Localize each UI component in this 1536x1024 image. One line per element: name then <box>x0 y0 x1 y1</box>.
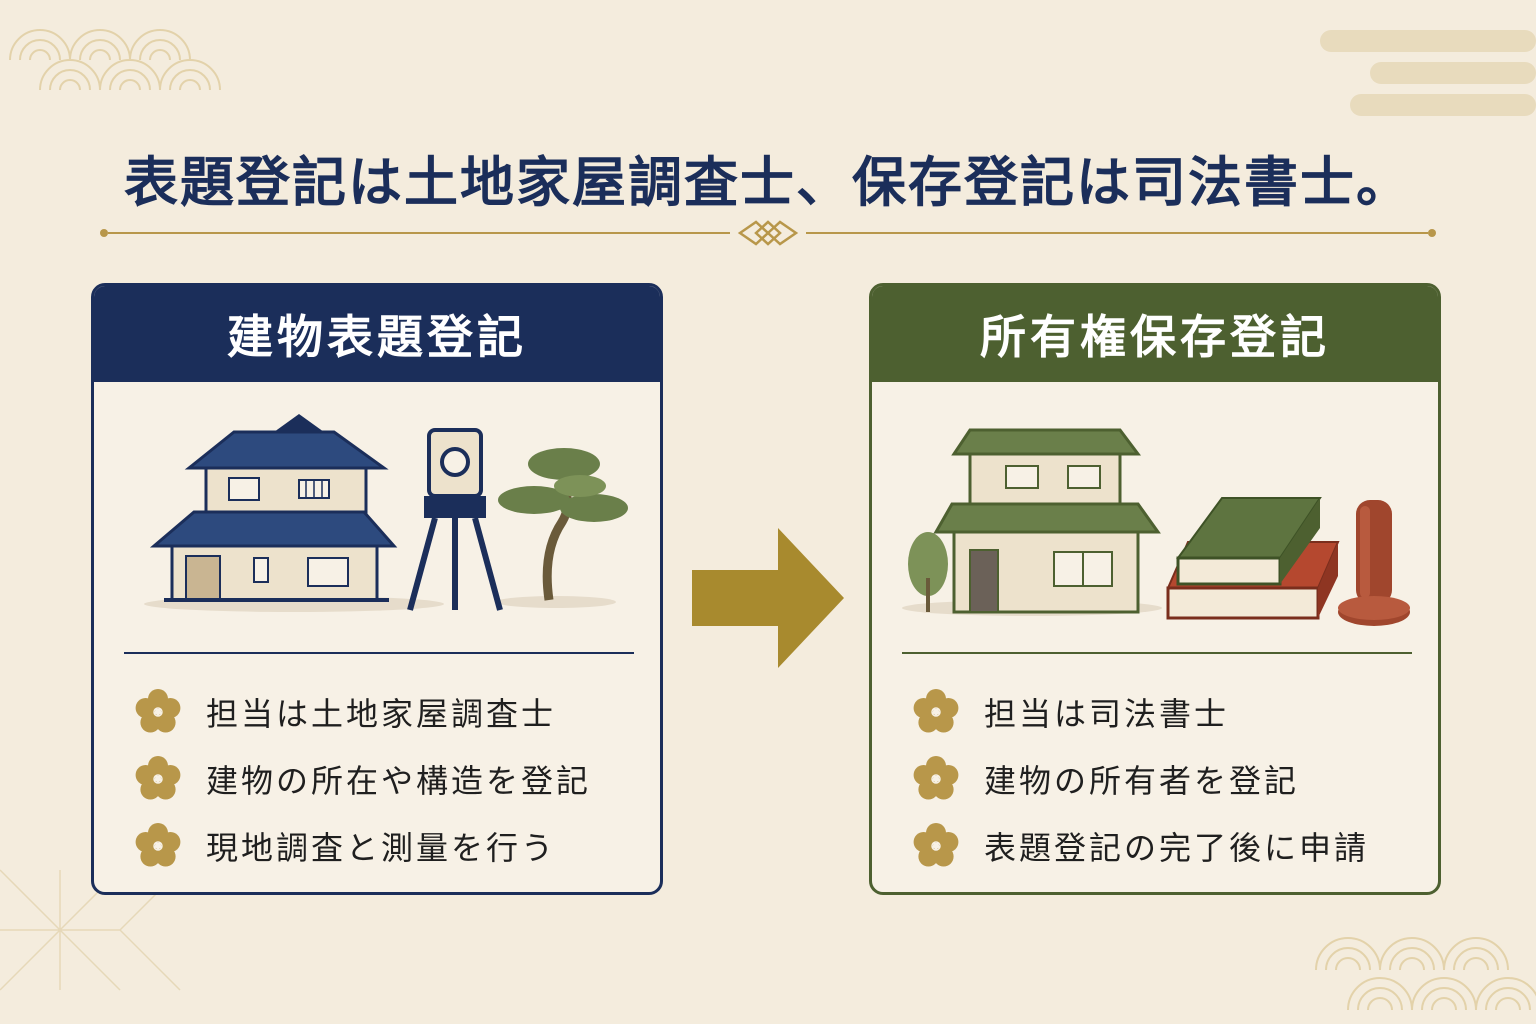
list-item: 建物の所在や構造を登記 <box>134 745 591 812</box>
list-item: 建物の所有者を登記 <box>912 745 1369 812</box>
plum-flower-icon <box>135 822 181 866</box>
right-item-list: 担当は司法書士 建物の所有者を登記 表題登記の完了後に申請 <box>912 678 1369 879</box>
item-text: 現地調査と測量を行う <box>206 828 557 867</box>
card-heading: 建物表題登記 <box>94 286 660 382</box>
list-item: 担当は司法書士 <box>912 678 1369 745</box>
modern-house-icon <box>933 428 1161 614</box>
wave-pattern-top-left <box>9 29 221 91</box>
item-text: 担当は土地家屋調査士 <box>206 694 557 733</box>
right-illustration <box>902 428 1410 626</box>
books-icon <box>1166 497 1340 620</box>
page-title: 表題登記は土地家屋調査士、保存登記は司法書士。 <box>124 150 1412 214</box>
pine-tree-icon <box>498 448 628 601</box>
wave-pattern-bottom-right <box>1315 937 1536 1011</box>
surveying-instrument-icon <box>407 428 503 611</box>
plum-flower-icon <box>135 688 181 732</box>
list-item: 現地調査と測量を行う <box>134 812 591 879</box>
left-item-list: 担当は土地家屋調査士 建物の所在や構造を登記 現地調査と測量を行う <box>134 678 591 879</box>
ornamental-divider <box>100 220 1436 246</box>
arrow-right-icon <box>692 528 844 668</box>
building-title-registration-card: 建物表題登記 <box>91 283 663 895</box>
item-text: 建物の所有者を登記 <box>984 761 1300 800</box>
plum-flower-icon <box>913 755 959 799</box>
cloud-band-top-right <box>1320 30 1536 116</box>
list-item: 表題登記の完了後に申請 <box>912 812 1369 879</box>
item-text: 表題登記の完了後に申請 <box>984 828 1370 867</box>
tree-icon <box>908 532 948 612</box>
item-text: 建物の所在や構造を登記 <box>206 761 592 800</box>
traditional-house-icon <box>149 414 398 602</box>
item-text: 担当は司法書士 <box>984 694 1230 733</box>
plum-flower-icon <box>913 688 959 732</box>
ownership-preservation-registration-card: 所有権保存登記 <box>869 283 1441 895</box>
section-rule <box>124 652 634 654</box>
section-rule <box>902 652 1412 654</box>
card-heading: 所有権保存登記 <box>872 286 1438 382</box>
list-item: 担当は土地家屋調査士 <box>134 678 591 745</box>
plum-flower-icon <box>913 822 959 866</box>
left-illustration <box>144 414 628 612</box>
seal-stamp-icon <box>1338 500 1410 626</box>
plum-flower-icon <box>135 755 181 799</box>
